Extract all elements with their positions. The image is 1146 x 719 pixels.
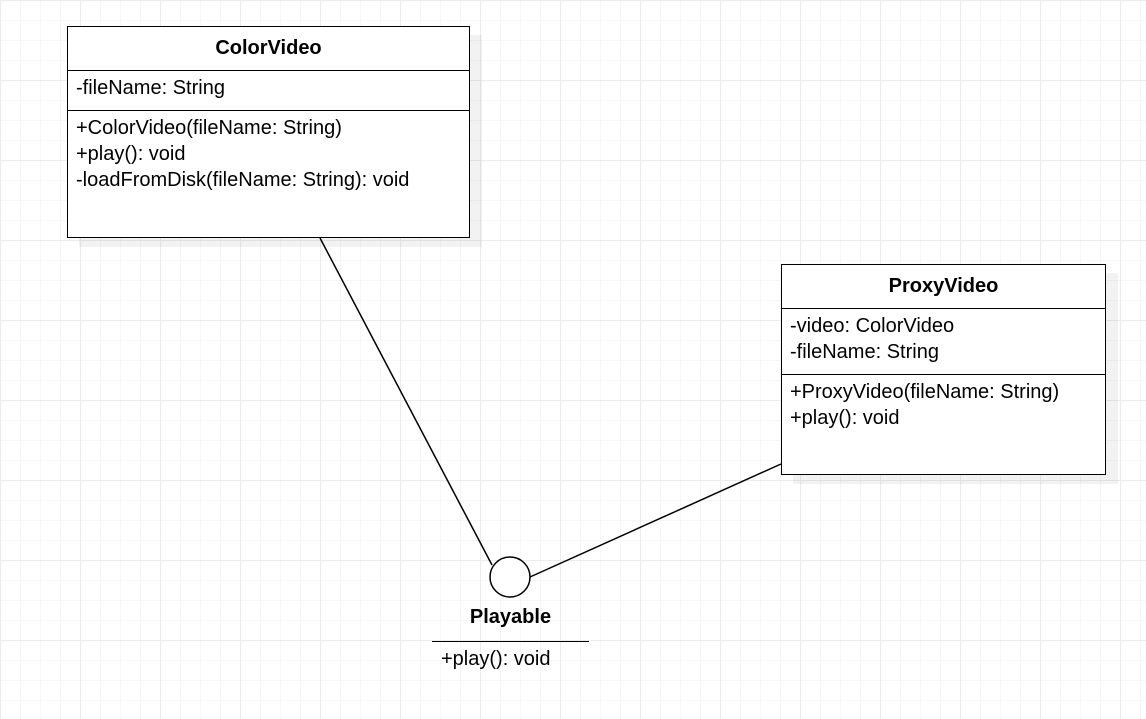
attributes-section: -video: ColorVideo -fileName: String bbox=[782, 309, 1105, 375]
operation: +play(): void bbox=[76, 143, 186, 165]
operation: +play(): void bbox=[790, 407, 900, 429]
class-proxyvideo[interactable]: ProxyVideo -video: ColorVideo -fileName:… bbox=[781, 264, 1106, 475]
operation: +ColorVideo(fileName: String) bbox=[76, 117, 342, 139]
operations-section: +ColorVideo(fileName: String) +play(): v… bbox=[68, 111, 469, 193]
attribute: -video: ColorVideo bbox=[790, 315, 955, 337]
attribute: -fileName: String bbox=[76, 77, 225, 99]
realization-line-colorvideo bbox=[319, 237, 493, 566]
interface-lollipop-circle bbox=[489, 556, 531, 598]
operations-section: +ProxyVideo(fileName: String) +play(): v… bbox=[782, 375, 1105, 431]
interface-divider bbox=[432, 641, 589, 642]
attribute: -fileName: String bbox=[790, 341, 939, 363]
operation: +ProxyVideo(fileName: String) bbox=[790, 381, 1060, 403]
interface-name[interactable]: Playable bbox=[469, 606, 552, 628]
interface-operation: +play(): void bbox=[441, 648, 551, 670]
class-name: ColorVideo bbox=[68, 27, 469, 71]
operation: -loadFromDisk(fileName: String): void bbox=[76, 169, 410, 191]
realization-line-proxyvideo bbox=[529, 463, 782, 578]
class-colorvideo[interactable]: ColorVideo -fileName: String +ColorVideo… bbox=[67, 26, 470, 238]
class-name: ProxyVideo bbox=[782, 265, 1105, 309]
attributes-section: -fileName: String bbox=[68, 71, 469, 111]
